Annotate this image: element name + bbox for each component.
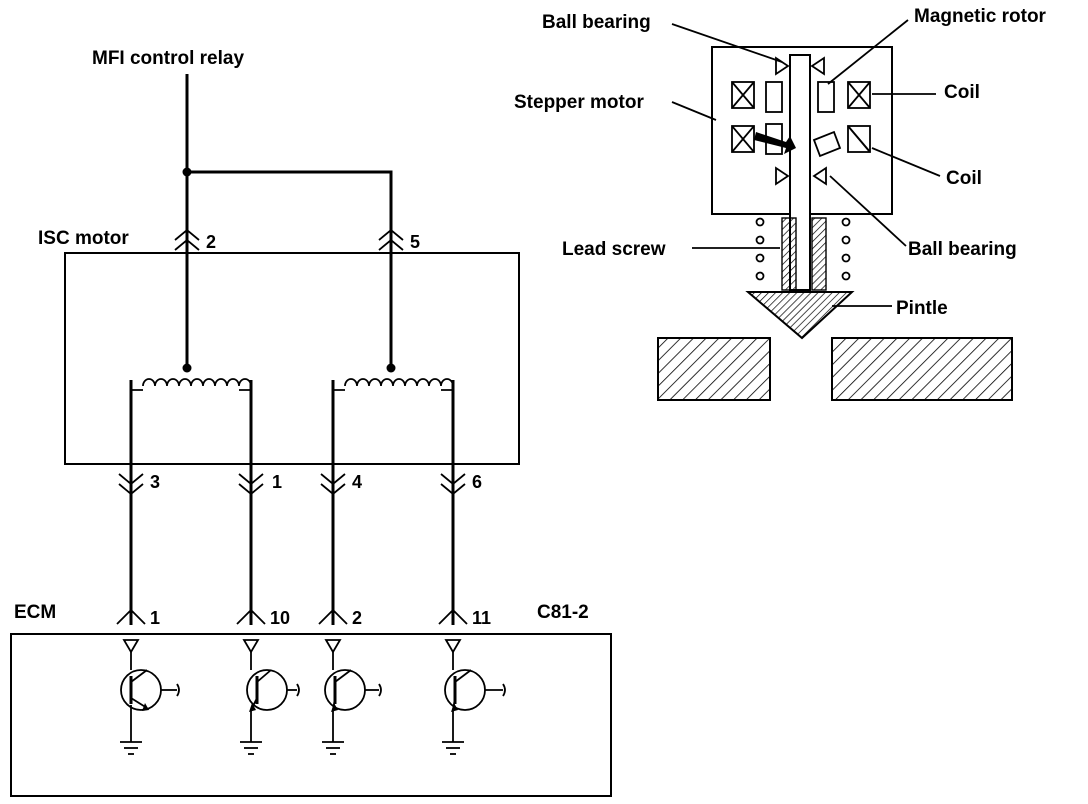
pin-label: 4 bbox=[352, 472, 362, 492]
transistor-11 bbox=[442, 639, 506, 755]
pintle bbox=[745, 291, 855, 340]
ecm-pin-11: 11 bbox=[438, 608, 491, 628]
coil-symbol-bottom-left bbox=[731, 125, 755, 153]
connector-pin-2: 2 bbox=[174, 228, 216, 252]
label-ball-bearing-bottom: Ball bearing bbox=[908, 239, 1017, 260]
rotor-piece-left-top bbox=[765, 81, 783, 113]
leader-ball-bearing-bottom bbox=[829, 175, 907, 247]
connector-pin-5: 5 bbox=[378, 228, 420, 252]
connector-pin-1: 1 bbox=[238, 472, 282, 496]
rotor-piece-right-top bbox=[817, 81, 835, 113]
stepper-motor-cross-section: Ball bearing Magnetic rotor Stepper moto… bbox=[514, 6, 1047, 401]
seat-block-right bbox=[831, 337, 1013, 401]
label-stepper-motor: Stepper motor bbox=[514, 92, 644, 113]
ecm-pin-2: 2 bbox=[318, 608, 362, 628]
transistor-1 bbox=[120, 639, 180, 755]
connector-pin-3: 3 bbox=[118, 472, 160, 496]
pin-label: 5 bbox=[410, 232, 420, 252]
pin-label: 6 bbox=[472, 472, 482, 492]
connector-pin-6: 6 bbox=[440, 472, 482, 496]
ecm-box bbox=[10, 633, 612, 797]
coil-symbol-top-right bbox=[847, 81, 871, 109]
lead-screw-left bbox=[781, 217, 797, 291]
wiring-schematic: MFI control relay ISC motor 2 5 bbox=[10, 48, 612, 797]
return-spring-right bbox=[841, 217, 851, 281]
ball-bearing-bottom-right bbox=[812, 166, 827, 186]
connector-pin-4: 4 bbox=[320, 472, 362, 496]
coil-right bbox=[332, 363, 454, 391]
coil-symbol-top-left bbox=[731, 81, 755, 109]
leader-ball-bearing-top bbox=[671, 23, 783, 63]
rotation-arrow-icon bbox=[754, 132, 796, 154]
mfi-control-relay-label: MFI control relay bbox=[92, 48, 244, 69]
ecm-pin-1: 1 bbox=[116, 608, 160, 628]
transistor-2 bbox=[322, 639, 382, 755]
ball-bearing-bottom-left bbox=[775, 166, 790, 186]
coil-left bbox=[130, 363, 252, 391]
ball-bearing-top-right bbox=[810, 56, 825, 76]
rotor-piece-right-bottom bbox=[812, 130, 842, 158]
transistor-10 bbox=[240, 639, 300, 755]
label-ball-bearing-top: Ball bearing bbox=[542, 12, 651, 33]
connector-c81-2-label: C81-2 bbox=[537, 602, 589, 623]
label-coil-bottom: Coil bbox=[946, 168, 982, 189]
pin-label: 2 bbox=[352, 608, 362, 628]
ecm-label: ECM bbox=[14, 602, 56, 623]
pin-label: 1 bbox=[150, 608, 160, 628]
lead-screw-right bbox=[811, 217, 827, 291]
isc-motor-box bbox=[64, 252, 520, 465]
pin-label: 10 bbox=[270, 608, 290, 628]
split-wire bbox=[187, 170, 393, 366]
leader-magnetic-rotor bbox=[827, 19, 909, 85]
junction-dot bbox=[182, 167, 192, 177]
label-coil-top: Coil bbox=[944, 82, 980, 103]
isc-motor-label: ISC motor bbox=[38, 228, 129, 249]
pin-label: 11 bbox=[472, 608, 491, 628]
pin-label: 3 bbox=[150, 472, 160, 492]
return-spring-left bbox=[755, 217, 765, 281]
label-magnetic-rotor: Magnetic rotor bbox=[914, 6, 1047, 27]
coil-symbol-bottom-right bbox=[847, 125, 871, 153]
seat-block-left bbox=[657, 337, 771, 401]
leader-stepper-motor bbox=[671, 101, 717, 121]
label-lead-screw: Lead screw bbox=[562, 239, 666, 260]
leader-coil-bottom bbox=[871, 147, 941, 177]
label-pintle: Pintle bbox=[896, 298, 948, 319]
pin-label: 2 bbox=[206, 232, 216, 252]
pin-label: 1 bbox=[272, 472, 282, 492]
ecm-pin-10: 10 bbox=[236, 608, 290, 628]
